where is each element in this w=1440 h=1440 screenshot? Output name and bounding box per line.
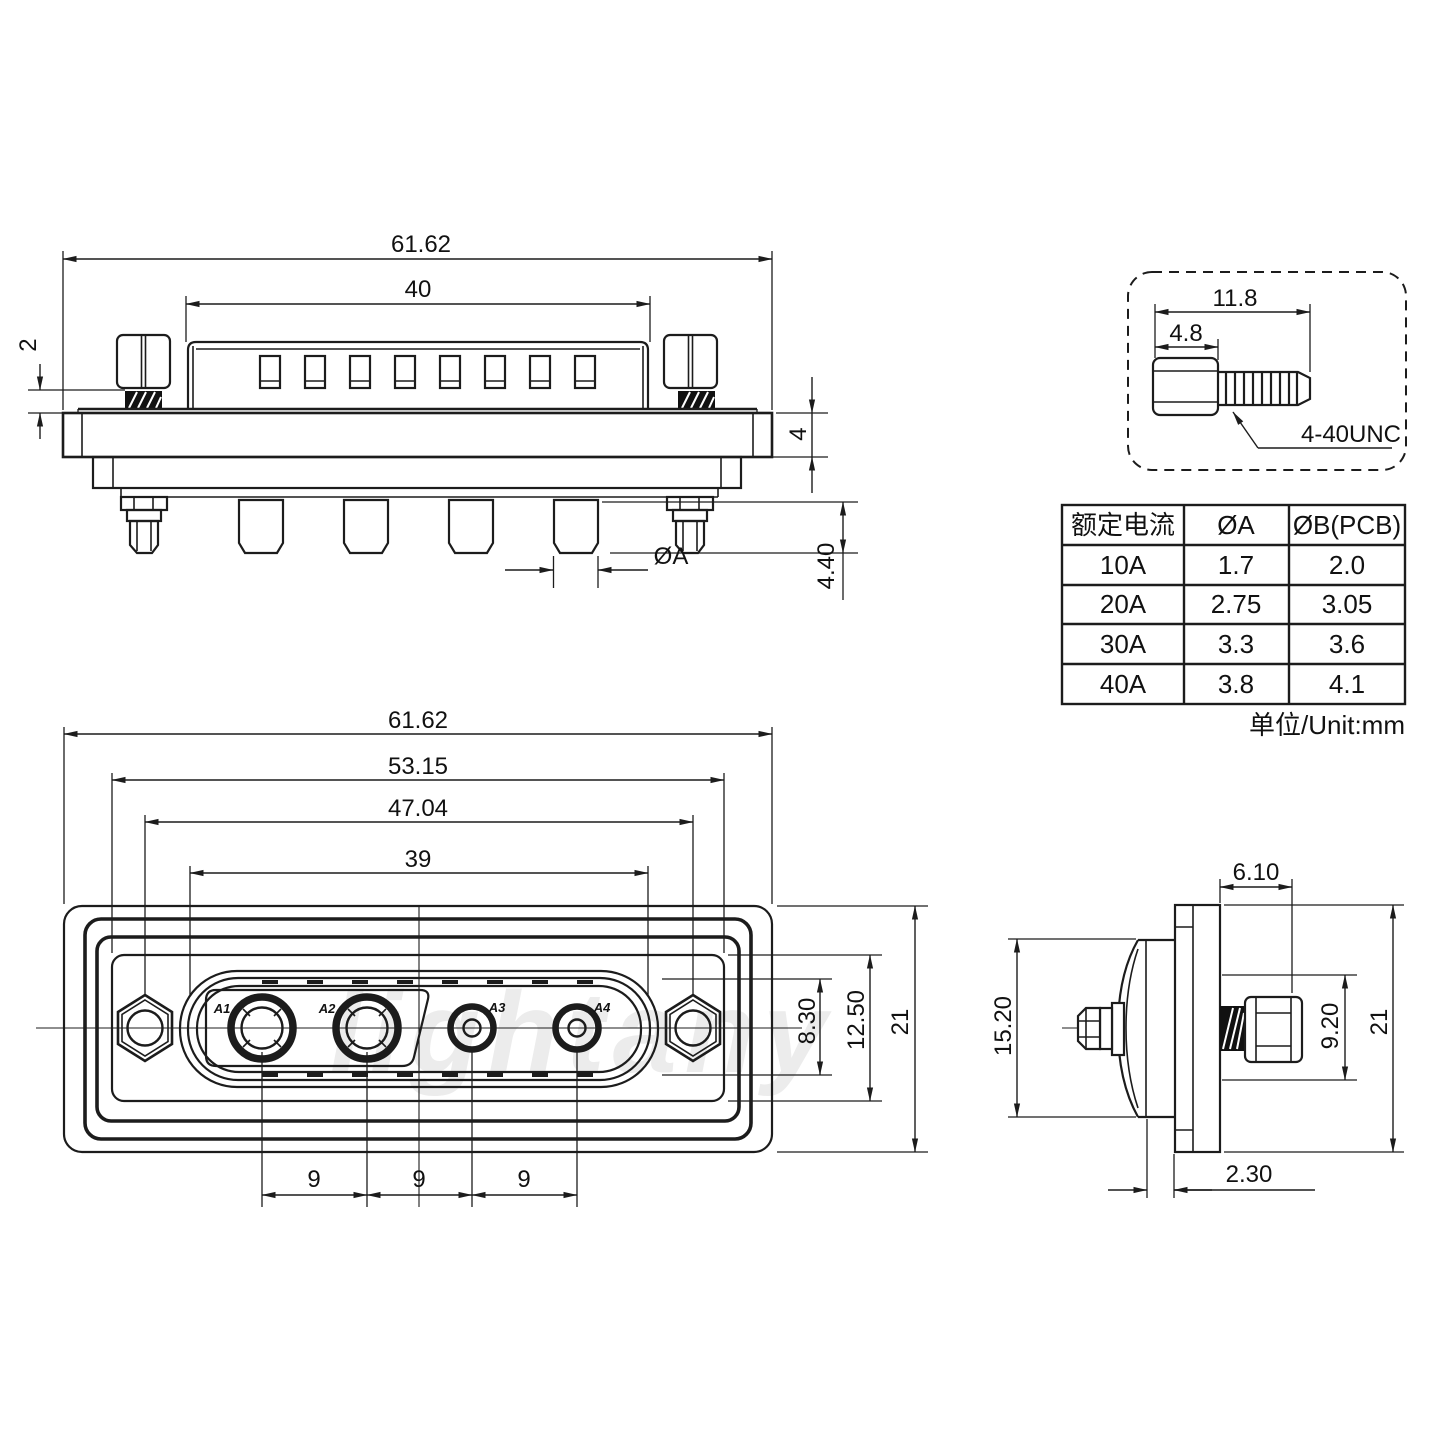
contact-a4 [552,1003,602,1053]
table-cell: 10A [1100,550,1147,580]
table-row: 10A 1.7 2.0 [1100,550,1365,580]
front-view: 61.62 53.15 47.04 39 [36,707,928,1207]
table-cell: 40A [1100,669,1147,699]
contact-label-a4: A4 [593,1000,611,1015]
hex-nut-right [664,993,722,1063]
table-row: 20A 2.75 3.05 [1100,589,1372,619]
table-cell: 1.7 [1218,550,1254,580]
dim-front-overall-height: 21 [887,1009,914,1036]
dim-pitch-1: 9 [307,1166,320,1193]
table-row: 30A 3.3 3.6 [1100,629,1365,659]
table-header-current: 额定电流 [1071,510,1175,540]
dim-front-panel-height: 12.50 [843,990,870,1050]
thread-lines [1224,373,1299,404]
dim-top-overall-width: 61.62 [391,231,451,258]
table-cell: 4.1 [1329,669,1365,699]
screw-tail-left [119,495,169,555]
hex-nut-left [116,993,174,1063]
dim-flange-thickness: 4 [785,427,812,440]
table-cell: 3.3 [1218,629,1254,659]
dim-side-screw-dia: 9.20 [1317,1003,1344,1050]
table-header-phiB: ØB(PCB) [1293,510,1401,540]
table-cell: 3.8 [1218,669,1254,699]
dim-front-overall-width: 61.62 [388,707,448,734]
contact-label-a3: A3 [488,1000,506,1015]
contact-pins [237,498,600,555]
top-slots [258,354,597,390]
contact-label-a1: A1 [213,1001,231,1016]
dim-top-body-width: 40 [405,276,432,303]
dim-side-screw-protrusion: 6.10 [1233,859,1280,886]
dim-front-mount-span: 47.04 [388,795,448,822]
table-row: 40A 3.8 4.1 [1100,669,1365,699]
dim-pin-length: 4.40 [813,543,840,590]
side-pin [1076,1001,1126,1057]
thumbscrew-detail-view: 11.8 4.8 4-40UNC [1127,271,1407,471]
top-edge-view: 61.62 40 [15,231,858,600]
dim-side-body-height: 15.20 [990,996,1017,1056]
table-cell: 3.6 [1329,629,1365,659]
table-cell: 3.05 [1322,589,1373,619]
contact-a3 [447,1003,497,1053]
dim-screw-head-length: 4.8 [1169,320,1202,347]
unit-note: 单位/Unit:mm [1249,710,1405,740]
table-cell: 2.75 [1211,589,1262,619]
dim-front-insert-width: 39 [405,846,432,873]
dim-pitch-2: 9 [412,1166,425,1193]
shell-ribs [262,980,593,1077]
dim-side-rear-offset: 2.30 [1226,1161,1273,1188]
table-cell: 20A [1100,589,1147,619]
dim-thread-exposed: 2 [15,338,42,351]
dim-front-panel-width: 53.15 [388,753,448,780]
dim-side-overall-height: 21 [1366,1009,1393,1036]
dim-front-opening-height: 8.30 [794,998,821,1045]
dim-pitch-3: 9 [517,1166,530,1193]
dim-pin-diameter-label: ØA [654,543,689,570]
thread-spec-label: 4-40UNC [1301,421,1401,448]
table-header-phiA: ØA [1217,510,1255,540]
side-view: 6.10 15.20 9.20 21 2.30 [990,859,1404,1198]
table-cell: 30A [1100,629,1147,659]
spec-table: 额定电流 ØA ØB(PCB) 10A 1.7 2.0 20A 2.75 3.0… [1060,503,1407,740]
contact-label-a2: A2 [318,1001,336,1016]
dim-screw-total-length: 11.8 [1213,285,1258,312]
table-cell: 2.0 [1329,550,1365,580]
detail-boundary [1127,271,1407,471]
